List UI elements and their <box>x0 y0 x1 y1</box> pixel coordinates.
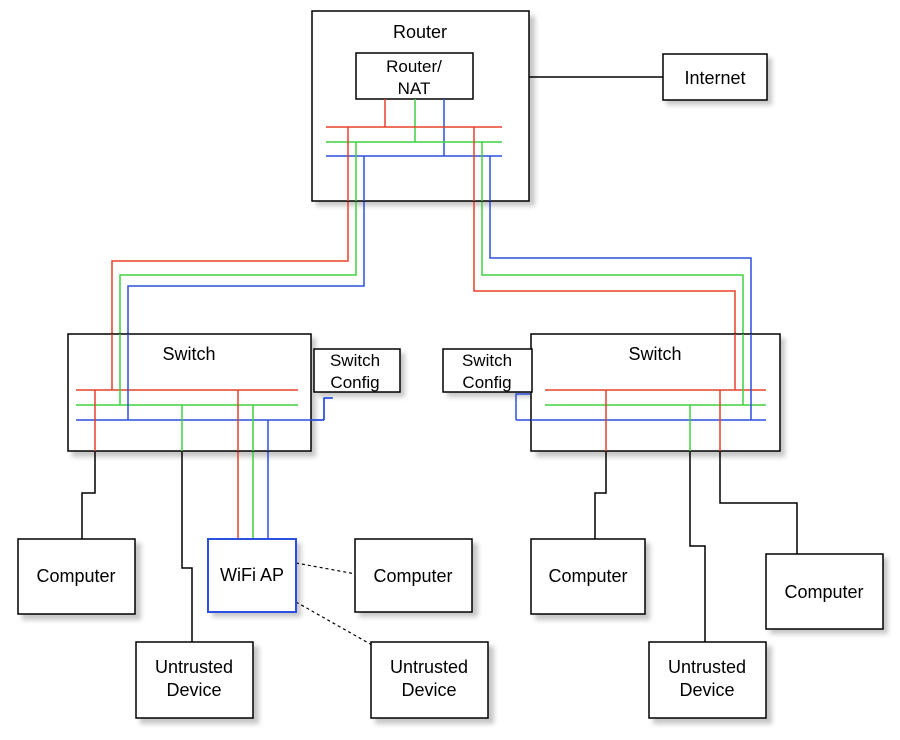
left-untrusted-line2: Device <box>166 680 221 700</box>
left-config-line2: Config <box>330 373 379 392</box>
left-untrusted-device-box: Untrusted Device <box>135 641 254 719</box>
left-switch-box: Switch <box>67 333 312 452</box>
far-right-computer-label: Computer <box>784 582 863 602</box>
wifi-untrusted-line2: Device <box>401 680 456 700</box>
router-title: Router <box>393 22 447 42</box>
left-untrusted-line1: Untrusted <box>155 657 233 677</box>
left-computer-box: Computer <box>17 538 136 615</box>
right-switch-box: Switch <box>530 333 781 452</box>
switch-bus-overlay <box>76 99 766 451</box>
right-untrusted-device-box: Untrusted Device <box>648 641 767 719</box>
far-right-computer-box: Computer <box>765 553 884 630</box>
right-untrusted-line1: Untrusted <box>668 657 746 677</box>
nat-label-line2: NAT <box>398 79 431 98</box>
left-config-line1: Switch <box>330 351 380 370</box>
right-config-line2: Config <box>462 373 511 392</box>
right-computer-label: Computer <box>548 566 627 586</box>
internet-label: Internet <box>684 68 745 88</box>
router-box: Router Router/ NAT <box>311 10 530 202</box>
wireless-link-computer <box>295 562 357 575</box>
left-computer-label: Computer <box>36 566 115 586</box>
right-switch-title: Switch <box>628 344 681 364</box>
right-computer-box: Computer <box>530 538 646 615</box>
wifi-ap-label: WiFi AP <box>220 565 284 585</box>
wifi-computer-label: Computer <box>373 566 452 586</box>
right-config-line1: Switch <box>462 351 512 370</box>
wifi-ap-box: WiFi AP <box>207 538 297 613</box>
left-switch-title: Switch <box>162 344 215 364</box>
wifi-untrusted-device-box: Untrusted Device <box>370 641 489 719</box>
wifi-computer-box: Computer <box>354 538 473 613</box>
wifi-untrusted-line1: Untrusted <box>390 657 468 677</box>
nat-label-line1: Router/ <box>386 57 442 76</box>
internet-box: Internet <box>662 53 768 101</box>
wireless-link-untrusted <box>295 601 373 646</box>
right-switch-config-box: Switch Config <box>442 348 533 393</box>
right-untrusted-line2: Device <box>679 680 734 700</box>
left-switch-config-box: Switch Config <box>313 348 401 393</box>
